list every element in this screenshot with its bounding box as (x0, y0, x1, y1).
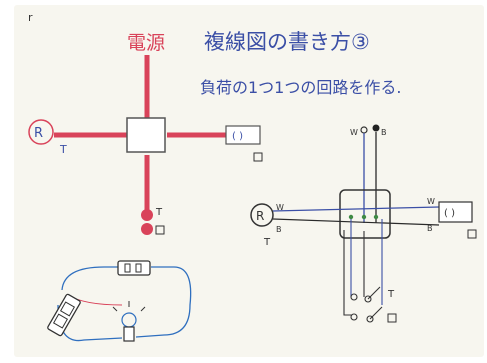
outlet-label: ( ) (232, 131, 243, 142)
outlet-symbol-2 (438, 201, 473, 223)
sketch-wire-1 (61, 266, 119, 291)
switch-square-icon-2 (387, 313, 397, 323)
junction-box-2 (339, 189, 391, 239)
sketch-wire-2 (135, 266, 192, 338)
switch-lever (367, 286, 381, 300)
title: 複線図の書き方③ (204, 30, 370, 54)
wiring-sketch (47, 260, 192, 342)
multi-line-diagram: W B R W B T ( ) W B (250, 124, 477, 323)
switch-wire-1 (343, 230, 352, 316)
connection-dot (348, 214, 354, 220)
switch-lever (369, 306, 383, 320)
switch-square-icon (155, 225, 165, 235)
receptacle-sketch-icon (117, 260, 151, 276)
switch-contact (350, 293, 358, 301)
lamp-symbol (28, 119, 54, 145)
outlet-w-label: W (427, 197, 435, 206)
switch-contact (350, 313, 358, 321)
bulb-sketch-icon (121, 312, 137, 328)
switch-t-2: T (387, 289, 395, 300)
receptacle-slot (124, 263, 131, 273)
switch-contact (366, 315, 374, 323)
connection-dot (361, 214, 367, 220)
outlet-symbol (225, 125, 261, 145)
bulb-socket (123, 326, 135, 342)
whiteboard: r 複線図の書き方③ 負荷の1つ1つの回路を作る. 電源 R T (14, 5, 484, 357)
connection-dot (373, 214, 379, 220)
outlet-b-label: B (427, 224, 433, 233)
lamp-label-2: R (256, 209, 264, 223)
source-terminal-b (372, 124, 380, 132)
switch-dot-2 (141, 223, 153, 235)
top-b-label: B (381, 128, 387, 137)
subtitle: 負荷の1つ1つの回路を作る. (200, 78, 401, 97)
lamp-symbol-2 (250, 203, 274, 227)
lamp-wire-b (272, 218, 440, 226)
switch-t: T (155, 207, 163, 218)
junction-box (126, 117, 166, 153)
lamp-w-label: W (276, 203, 284, 212)
switch-contact (364, 295, 372, 303)
switch-dot-1 (141, 209, 153, 221)
top-w-label: W (350, 128, 358, 137)
outlet-square-icon (253, 152, 263, 162)
outlet-label-2: ( ) (444, 208, 455, 219)
source-terminal-w (360, 126, 368, 134)
corner-mark: r (28, 11, 33, 24)
single-line-diagram: R T ( ) T (28, 55, 263, 235)
receptacle-slot (135, 263, 142, 273)
lamp-wire-w (272, 206, 440, 212)
switch-sketch-icon (47, 293, 81, 337)
lamp-b-label: B (276, 225, 282, 234)
lamp-label: R (34, 126, 43, 141)
outlet-square-icon-2 (467, 229, 477, 239)
lamp-sub: T (59, 143, 67, 156)
power-label: 電源 (127, 32, 165, 54)
lamp-sub-2: T (263, 237, 271, 248)
drawing-canvas: r 複線図の書き方③ 負荷の1つ1つの回路を作る. 電源 R T (28, 11, 477, 342)
